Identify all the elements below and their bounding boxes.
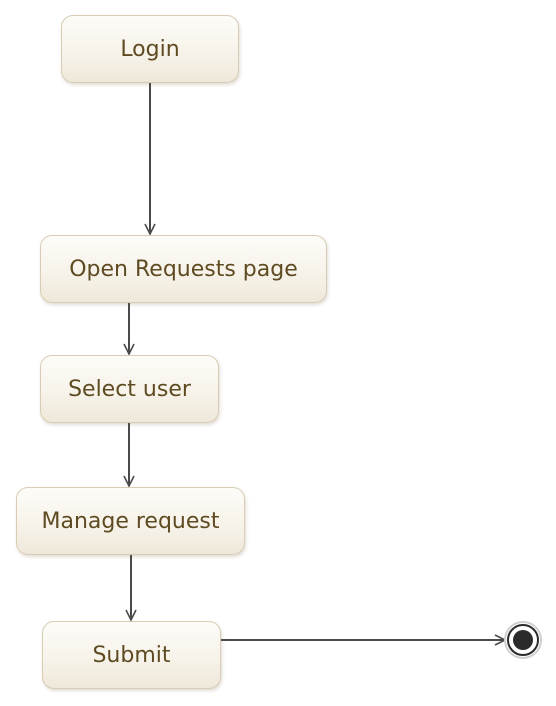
activity-label-login: Login: [120, 36, 180, 62]
activity-label-submit: Submit: [92, 642, 171, 668]
activity-node-manage-request[interactable]: Manage request: [16, 487, 245, 555]
activity-label-select-user: Select user: [68, 376, 191, 402]
activity-label-manage-request: Manage request: [41, 508, 220, 534]
activity-node-select-user[interactable]: Select user: [40, 355, 219, 423]
activity-node-open-requests-page[interactable]: Open Requests page: [40, 235, 327, 303]
activity-node-login[interactable]: Login: [61, 15, 239, 83]
activity-label-open-requests-page: Open Requests page: [69, 256, 298, 282]
activity-node-submit[interactable]: Submit: [42, 621, 221, 689]
final-state-icon: [504, 621, 542, 659]
